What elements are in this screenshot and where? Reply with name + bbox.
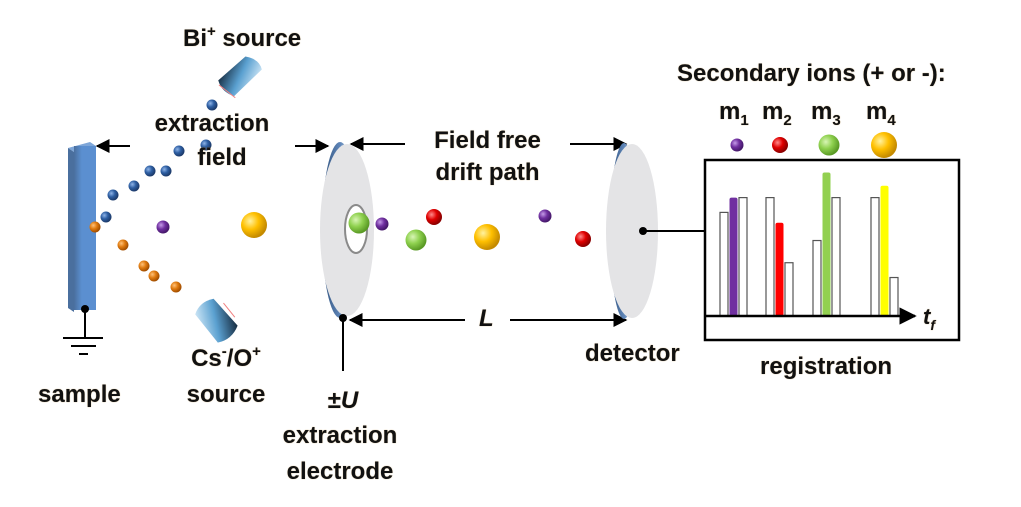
legend-label-m4: m4 <box>866 98 896 129</box>
mass-subscript: 1 <box>740 112 749 129</box>
bar-m1-signal <box>729 197 738 316</box>
cs-o-line2: source <box>186 381 266 408</box>
legend-ion-sphere-m4 <box>871 132 897 158</box>
detector-label: detector <box>585 340 680 367</box>
length-symbol: L <box>479 305 494 332</box>
cs-text: Cs <box>191 345 222 372</box>
bar-m4-signal <box>880 185 889 316</box>
cs-ion-gun-icon <box>195 298 238 343</box>
ground-icon <box>63 305 103 355</box>
o-text: /O <box>226 345 253 372</box>
bi-charge: + <box>207 23 216 40</box>
legend-label-m1: m1 <box>719 98 749 129</box>
o-charge: + <box>252 343 261 360</box>
voltage-label: ±U <box>318 387 368 415</box>
cs-o-line1: Cs-/O+ <box>176 343 276 373</box>
legend-label-m3: m3 <box>811 98 841 129</box>
bi-ion-gun-icon <box>218 56 262 99</box>
bar-m3-signal <box>822 172 831 316</box>
mass-subscript: 4 <box>887 112 896 129</box>
voltage-symbol: U <box>340 387 359 414</box>
field-free-drift-label: Field free drift path <box>405 127 570 187</box>
bar-m3-outline-2 <box>831 197 841 317</box>
bar-m1-outline-2 <box>738 197 748 317</box>
extraction-electrode-line1: extraction <box>282 422 398 449</box>
time-symbol: t <box>923 304 931 329</box>
bi-text: Bi <box>183 25 207 52</box>
length-label: L <box>479 305 494 333</box>
legend-ion-sphere-m2 <box>772 137 788 153</box>
mass-symbol: m <box>866 98 888 125</box>
time-subscript: f <box>930 317 935 333</box>
registration-label: registration <box>760 353 893 380</box>
bar-m1-outline-0 <box>719 211 729 317</box>
field-free-line1: Field free <box>434 127 541 154</box>
mass-symbol: m <box>719 98 741 125</box>
legend-ion-sphere-m1 <box>730 138 744 152</box>
extraction-field-line2: field <box>197 144 247 171</box>
sample-label: sample <box>38 381 121 408</box>
primary-cs-ions <box>89 221 182 293</box>
cs-charge: - <box>221 343 227 360</box>
bar-m4-outline-0 <box>870 197 880 317</box>
bi-source-label: Bi+ source <box>183 23 302 53</box>
bar-m2-signal <box>775 222 784 316</box>
bar-m2-outline-2 <box>784 262 794 317</box>
secondary-ions-near-sample <box>156 212 267 238</box>
mass-subscript: 2 <box>783 112 792 129</box>
cs-o-source-label: Cs-/O+ source <box>176 343 276 409</box>
extraction-field-label: extraction field <box>142 110 282 172</box>
bar-m2-outline-0 <box>765 197 775 317</box>
time-axis-label: tf <box>923 303 935 333</box>
field-free-line2: drift path <box>435 159 540 186</box>
drifting-secondary-ions <box>348 209 591 251</box>
extraction-electrode-line2: electrode <box>286 458 394 485</box>
plus-minus: ± <box>327 387 341 414</box>
mass-subscript: 3 <box>832 112 841 129</box>
extraction-field-line1: extraction <box>154 110 270 137</box>
detector-plate <box>606 143 658 319</box>
mass-symbol: m <box>811 98 833 125</box>
mass-symbol: m <box>762 98 784 125</box>
source-text: source <box>215 25 302 52</box>
extraction-electrode-label: extraction electrode <box>270 422 410 486</box>
bar-m3-outline-0 <box>812 239 822 317</box>
sample-plate <box>68 142 96 312</box>
legend-ion-sphere-m3 <box>818 134 840 156</box>
secondary-ions-label: Secondary ions (+ or -): <box>677 60 946 87</box>
primary-bi-ions <box>100 99 218 223</box>
bar-m4-outline-2 <box>889 276 899 317</box>
legend-label-m2: m2 <box>762 98 792 129</box>
